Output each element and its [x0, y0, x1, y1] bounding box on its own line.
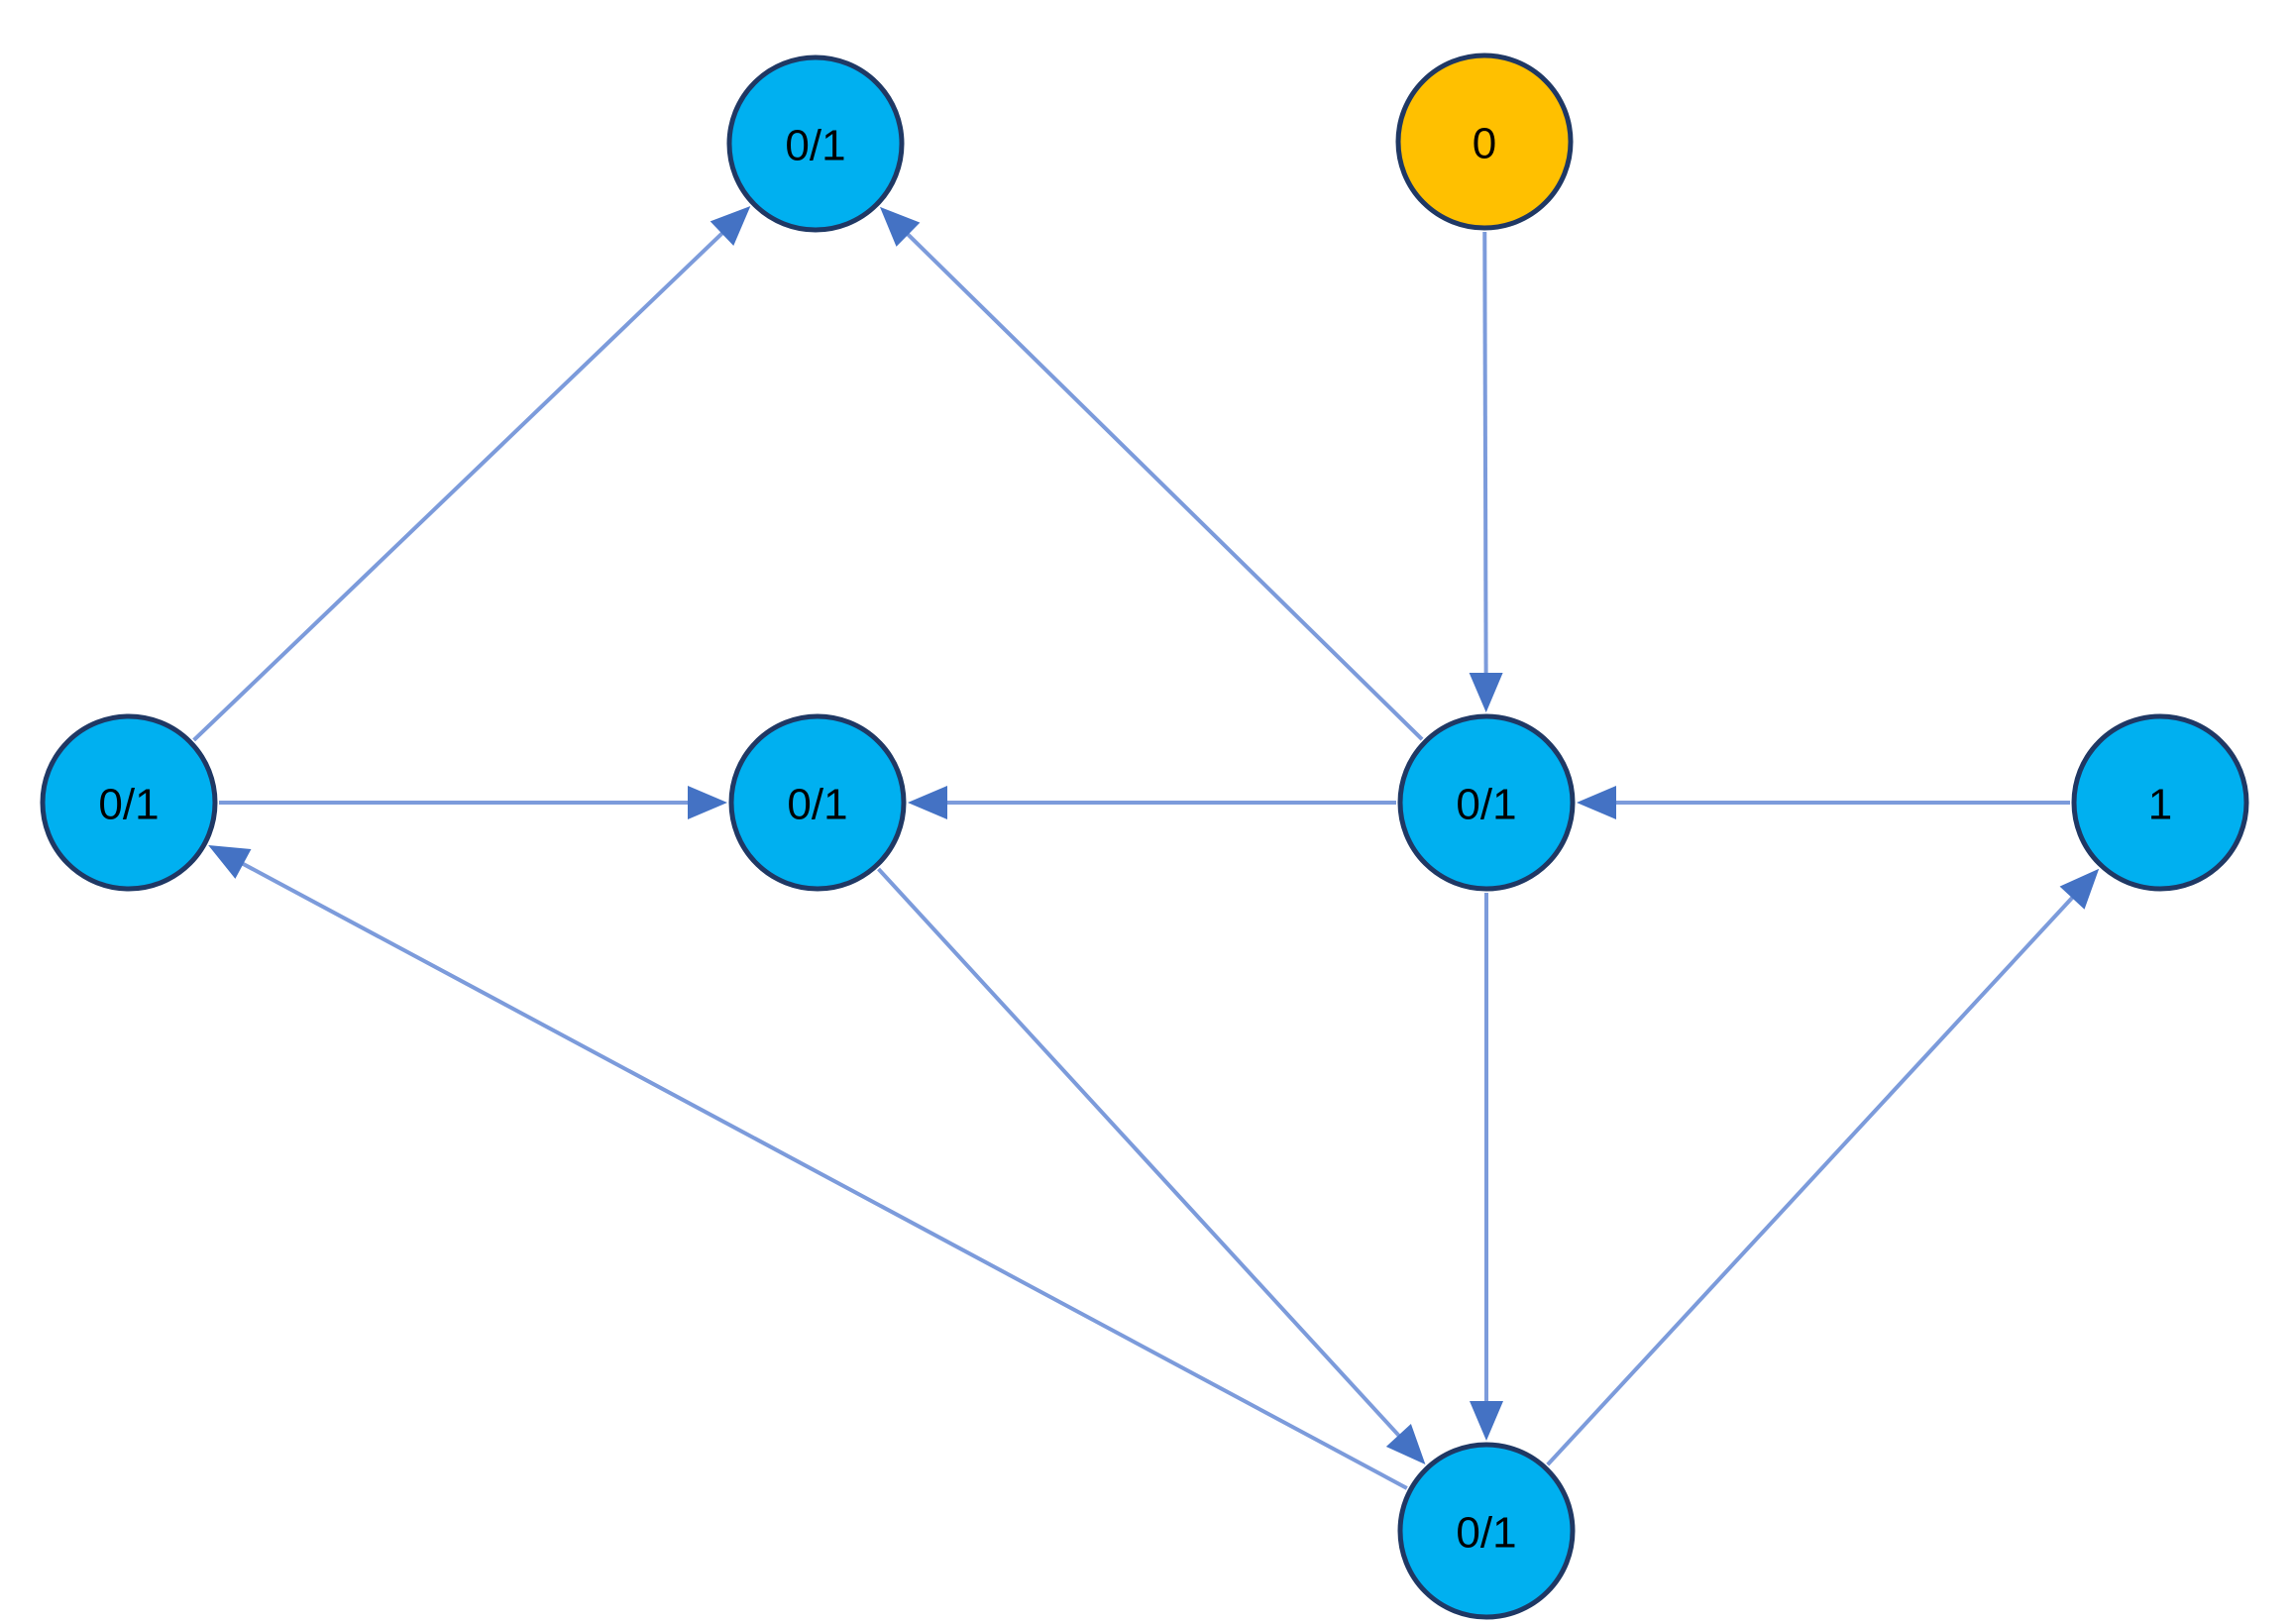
edge-left-to-top-left[interactable] — [192, 206, 751, 742]
node-center-circle[interactable] — [1397, 713, 1576, 892]
edge-left-to-mid-left[interactable] — [219, 786, 727, 819]
edge-layer — [192, 206, 2100, 1490]
node-layer: 0/1 0 0/1 0/1 0/1 1 0/1 — [40, 53, 2249, 1620]
edge-mid-left-to-bottom-arrowhead-icon — [1385, 1424, 1426, 1464]
node-left-label: 0/1 — [98, 781, 159, 829]
node-start-orange-label: 0 — [1473, 120, 1496, 168]
edge-center-to-bottom-arrowhead-icon — [1470, 1401, 1503, 1441]
edge-bottom-to-right-arrowhead-icon — [2059, 868, 2100, 910]
edge-center-to-top-left[interactable] — [879, 206, 1424, 741]
edge-bottom-to-left[interactable] — [208, 845, 1408, 1490]
node-start-orange[interactable]: 0 — [1395, 53, 1574, 231]
edge-start-to-center-arrowhead-icon — [1469, 672, 1503, 713]
edge-start-to-center-line — [1482, 231, 1488, 680]
node-mid-left-label: 0/1 — [787, 781, 847, 829]
node-left-circle[interactable] — [40, 713, 218, 892]
node-center[interactable]: 0/1 — [1397, 713, 1576, 892]
node-right-circle[interactable] — [2071, 713, 2249, 892]
edge-bottom-to-left-arrowhead-icon — [208, 845, 252, 879]
edge-center-to-bottom[interactable] — [1470, 893, 1503, 1441]
edge-mid-left-to-bottom[interactable] — [877, 867, 1426, 1464]
node-bottom-label: 0/1 — [1456, 1509, 1516, 1558]
edge-center-to-mid-left-arrowhead-icon — [908, 786, 947, 819]
node-center-label: 0/1 — [1456, 781, 1516, 829]
node-top-left[interactable]: 0/1 — [726, 54, 905, 233]
edge-center-to-mid-left[interactable] — [908, 786, 1396, 819]
node-top-left-circle[interactable] — [726, 54, 905, 233]
node-start-orange-circle[interactable] — [1395, 53, 1574, 231]
edge-left-to-top-left-arrowhead-icon — [710, 206, 751, 246]
node-right-label: 1 — [2148, 781, 2172, 829]
edge-bottom-to-right[interactable] — [1546, 868, 2100, 1466]
edge-right-to-center[interactable] — [1577, 786, 2070, 819]
edge-center-to-top-left-line — [902, 229, 1424, 741]
node-left[interactable]: 0/1 — [40, 713, 218, 892]
node-mid-left[interactable]: 0/1 — [728, 713, 907, 892]
edge-start-to-center[interactable] — [1469, 231, 1503, 713]
node-top-left-label: 0/1 — [785, 122, 845, 170]
edge-bottom-to-right-line — [1546, 892, 2078, 1466]
node-bottom-circle[interactable] — [1397, 1442, 1576, 1620]
edge-left-to-mid-left-arrowhead-icon — [688, 786, 727, 819]
edge-right-to-center-arrowhead-icon — [1577, 786, 1616, 819]
node-right[interactable]: 1 — [2071, 713, 2249, 892]
edge-bottom-to-left-line — [237, 859, 1408, 1490]
edge-left-to-top-left-line — [192, 228, 728, 742]
node-bottom[interactable]: 0/1 — [1397, 1442, 1576, 1620]
node-mid-left-circle[interactable] — [728, 713, 907, 892]
edge-center-to-top-left-arrowhead-icon — [879, 206, 921, 247]
edge-mid-left-to-bottom-line — [877, 867, 1404, 1442]
